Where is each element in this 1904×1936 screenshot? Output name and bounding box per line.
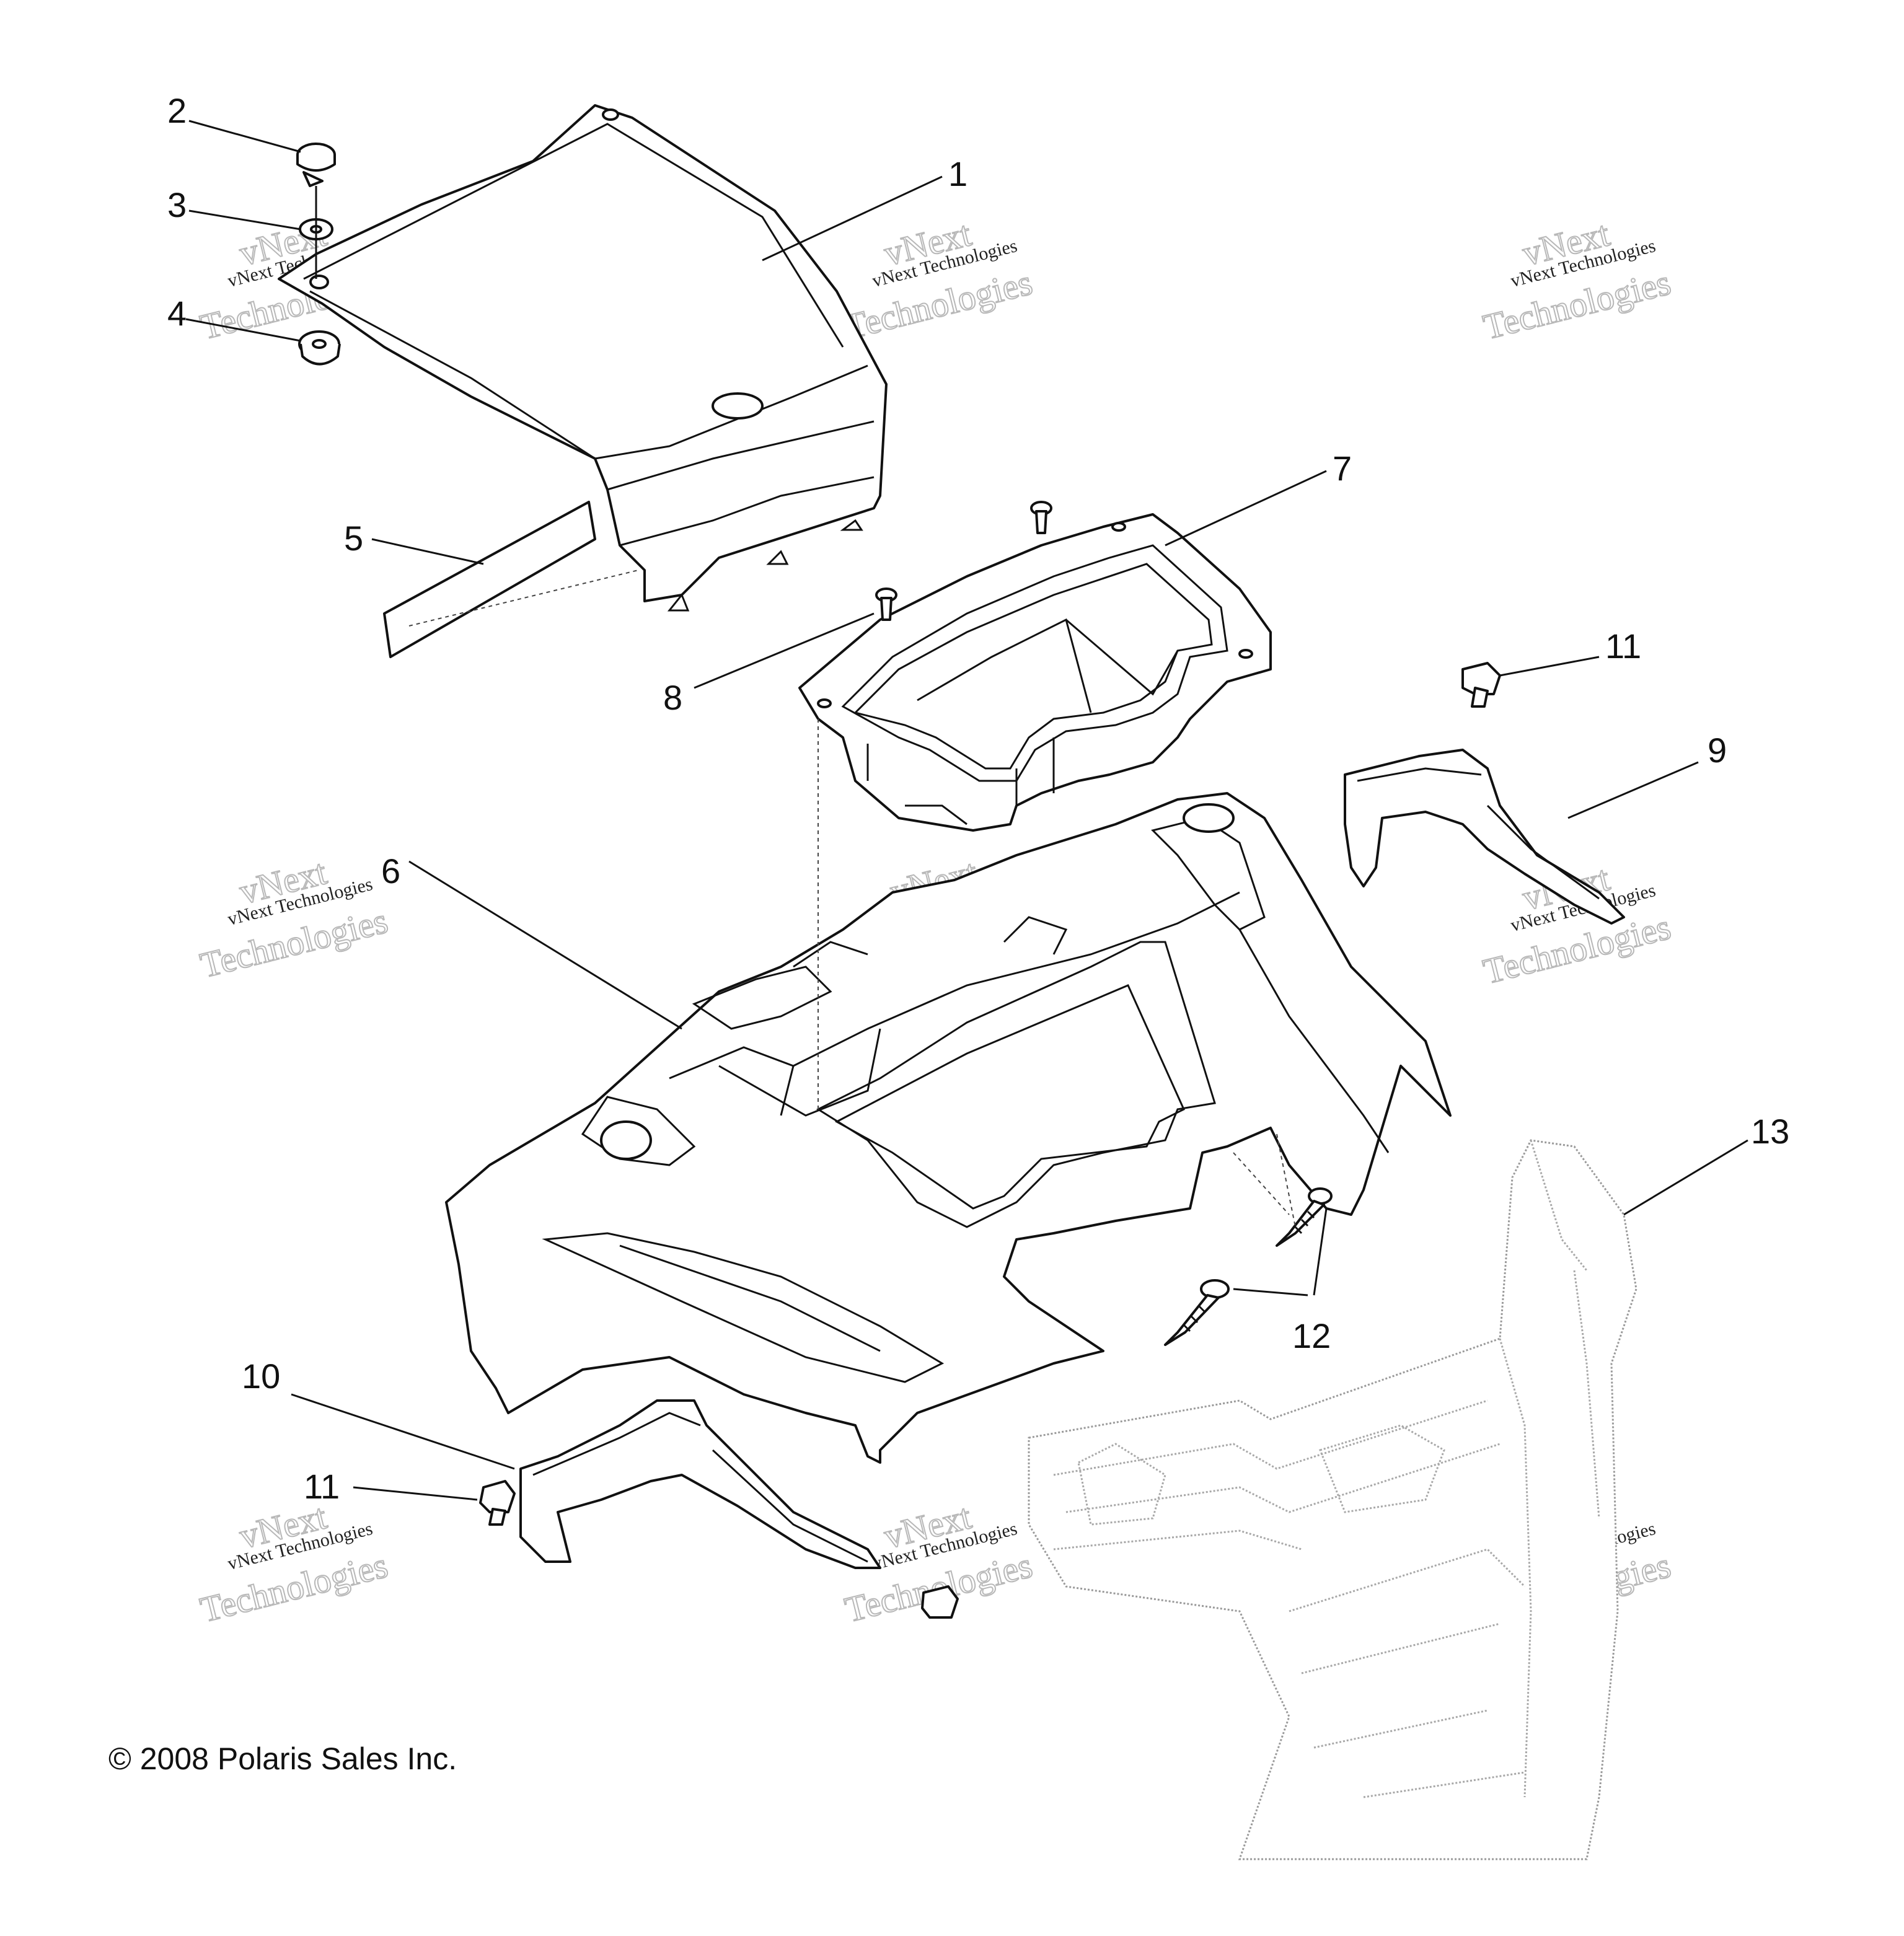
watermark-top-right: vNext vNext Technologies Technologies — [1479, 213, 1675, 348]
part-10-left-fender-flare — [519, 1399, 881, 1569]
part-4-grommet — [298, 330, 341, 366]
callout-4: 4 — [167, 294, 187, 333]
part-11-rivet-right — [1461, 662, 1501, 708]
part-12-screw-a — [1276, 1187, 1333, 1247]
watermark-bottom-left: vNext vNext Technologies Technologies — [196, 1495, 392, 1630]
callout-7: 7 — [1333, 449, 1352, 488]
rivet-near-flare — [921, 1585, 959, 1619]
callout-6: 6 — [381, 851, 400, 891]
leader-lines — [185, 120, 1748, 1501]
callout-13: 13 — [1751, 1112, 1789, 1151]
part-2-latch-knob — [296, 143, 336, 187]
callout-10: 10 — [242, 1357, 280, 1396]
part-8-screw-b — [1030, 501, 1052, 534]
part-7-storage-box — [798, 513, 1272, 832]
callout-1: 1 — [948, 154, 967, 193]
watermark-mid-left: vNext vNext Technologies Technologies — [196, 851, 392, 986]
callout-11-left: 11 — [304, 1467, 340, 1506]
copyright-notice: © 2008 Polaris Sales Inc. — [108, 1741, 457, 1776]
part-11-rivet-left — [479, 1480, 516, 1526]
part-5-decal — [383, 501, 639, 658]
part-12-screw-b — [1164, 1279, 1230, 1346]
callout-11-right: 11 — [1605, 627, 1641, 666]
callout-8: 8 — [663, 678, 682, 717]
part-9-right-fender-flare — [1344, 749, 1625, 925]
assembly-guide-screw-b — [1233, 1152, 1290, 1215]
callout-2: 2 — [167, 91, 187, 130]
part-8-screw-a — [875, 587, 897, 621]
callout-9: 9 — [1708, 731, 1727, 770]
callout-3: 3 — [167, 185, 187, 224]
part-6-rear-fender — [445, 792, 1452, 1464]
callout-12: 12 — [1292, 1316, 1331, 1355]
part-13-front-bumper — [1028, 1139, 1637, 1860]
callout-5: 5 — [344, 519, 363, 558]
watermark-mid-right: vNext vNext Technologies Technologies — [1479, 857, 1675, 992]
assembly-guide-screw-a — [1276, 1133, 1296, 1228]
part-1-storage-lid — [278, 104, 888, 612]
watermark-top-center: vNext vNext Technologies Technologies — [840, 213, 1037, 348]
